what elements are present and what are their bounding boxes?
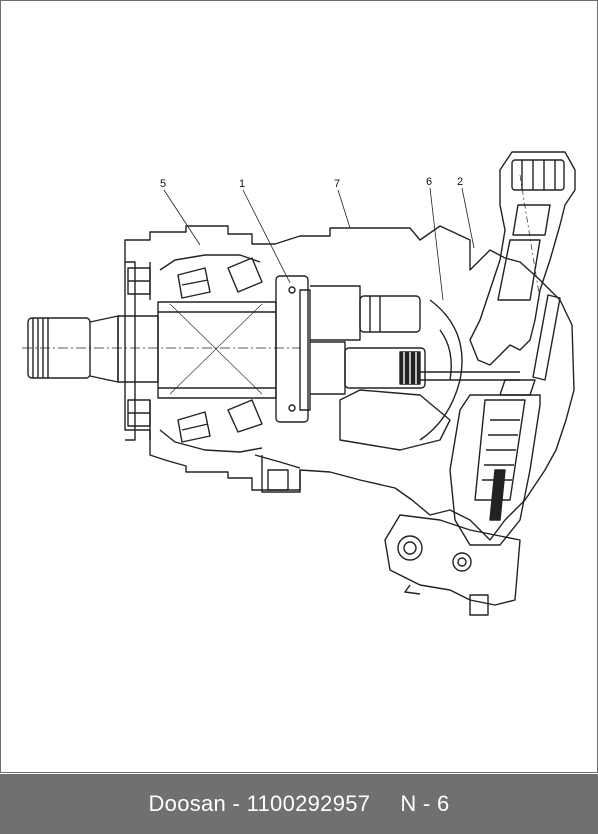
control-housing — [469, 151, 576, 381]
hydraulic-pump-cross-section: 5 1 7 6 2 — [22, 151, 576, 616]
front-bearing — [127, 267, 151, 427]
callout-1: 1 — [239, 178, 245, 190]
caption-separator: - — [232, 791, 241, 816]
callout-5: 5 — [160, 178, 166, 190]
diagram-frame — [0, 0, 598, 773]
caption-part-number: 1100292957 — [246, 791, 371, 816]
rear-cover — [261, 455, 301, 493]
drive-flange — [117, 275, 311, 423]
caption-bar: Doosan - 1100292957 N - 6 — [0, 774, 598, 834]
valve-block — [384, 514, 521, 616]
callout-6: 6 — [426, 176, 432, 188]
callout-2: 2 — [457, 176, 463, 188]
pistons — [310, 285, 426, 395]
cylinder-block — [339, 299, 520, 451]
front-housing — [124, 225, 575, 541]
caption-diagram-code: N - 6 — [400, 791, 450, 816]
drive-shaft — [22, 315, 300, 383]
caption-brand: Doosan — [148, 791, 227, 816]
callout-7: 7 — [334, 178, 340, 190]
tapered-roller-bearings — [177, 257, 263, 443]
compensator-spool — [449, 379, 541, 546]
